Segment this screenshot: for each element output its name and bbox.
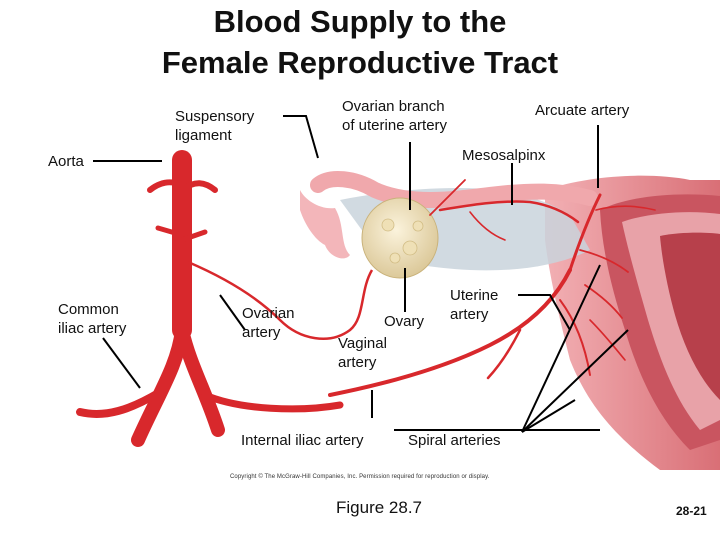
label-suspensory-ligament: Suspensory ligament bbox=[175, 107, 254, 145]
label-ovary: Ovary bbox=[384, 312, 424, 331]
page-number: 28-21 bbox=[676, 504, 707, 518]
label-spiral-arteries: Spiral arteries bbox=[408, 431, 501, 450]
label-common-iliac-artery: Common iliac artery bbox=[58, 300, 126, 338]
label-vaginal-artery: Vaginal artery bbox=[338, 334, 387, 372]
label-mesosalpinx: Mesosalpinx bbox=[462, 146, 545, 165]
figure-caption: Figure 28.7 bbox=[336, 498, 422, 518]
label-ovarian-branch: Ovarian branch of uterine artery bbox=[342, 97, 447, 135]
label-arcuate-artery: Arcuate artery bbox=[535, 101, 629, 120]
label-internal-iliac-artery: Internal iliac artery bbox=[241, 431, 364, 450]
copyright-notice: Copyright © The McGraw-Hill Companies, I… bbox=[230, 474, 490, 480]
label-uterine-artery: Uterine artery bbox=[450, 286, 498, 324]
label-aorta: Aorta bbox=[48, 152, 84, 171]
ovary bbox=[362, 198, 438, 278]
label-ovarian-artery: Ovarian artery bbox=[242, 304, 295, 342]
